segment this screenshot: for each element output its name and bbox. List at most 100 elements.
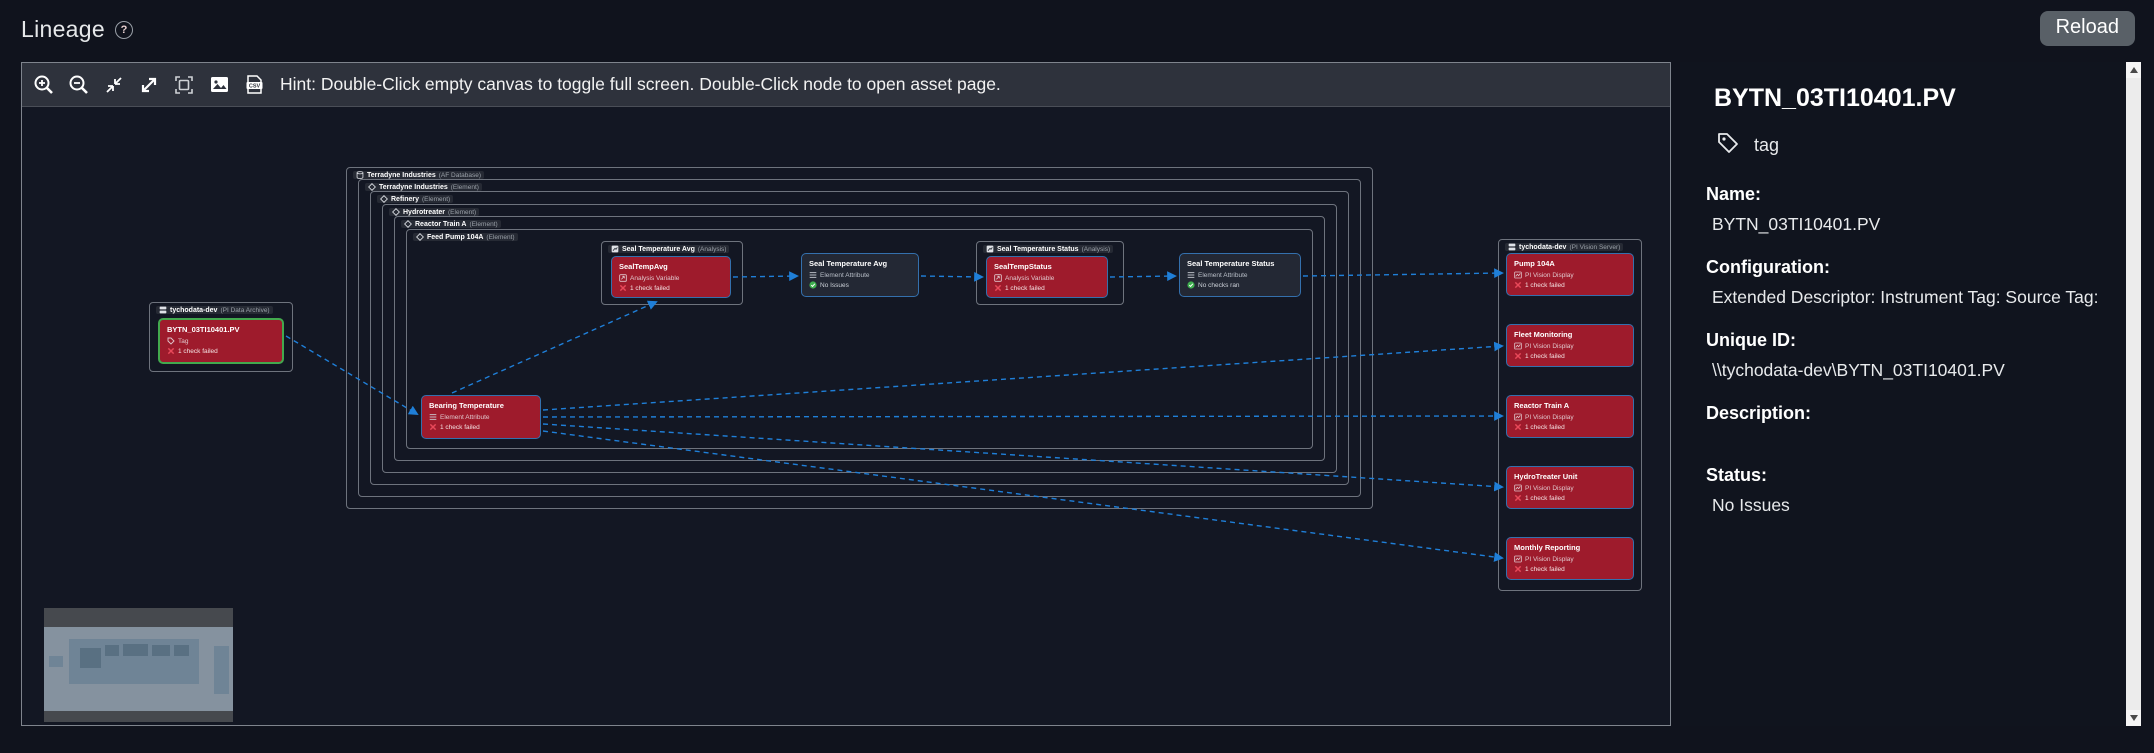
export-csv-icon[interactable]: CSV: [241, 72, 267, 98]
asset-title: BYTN_03TI10401.PV: [1714, 84, 1956, 112]
pi-vision-display-icon: [1514, 271, 1522, 279]
node-status: 1 check failed: [1514, 494, 1626, 502]
graph-node-hydrotreater-unit[interactable]: HydroTreater Unit PI Vision Display 1 chec…: [1506, 466, 1634, 509]
node-status: 1 check failed: [994, 284, 1100, 292]
minimap-bottom-band: [44, 711, 233, 722]
node-status: 1 check failed: [167, 347, 275, 355]
element-icon: [416, 233, 424, 241]
canvas-toolbar: CSV Hint: Double-Click empty canvas to t…: [22, 63, 1670, 107]
reload-button[interactable]: Reload: [2039, 11, 2135, 46]
node-type: PI Vision Display: [1514, 555, 1626, 563]
node-title: SealTempAvg: [619, 262, 668, 271]
minimap-node: [49, 656, 63, 667]
node-type: PI Vision Display: [1514, 484, 1626, 492]
fail-icon: [619, 284, 627, 292]
element-attribute-icon: [429, 413, 437, 421]
minimap-top-band: [44, 608, 233, 627]
fail-icon: [1514, 565, 1522, 573]
field-label: Description:: [1706, 403, 1812, 423]
node-title: Fleet Monitoring: [1514, 330, 1573, 339]
help-icon[interactable]: ?: [114, 20, 133, 39]
fit-view-icon[interactable]: [171, 72, 197, 98]
server-icon: [1508, 243, 1516, 251]
group-header: Reactor Train A(Element): [401, 220, 501, 228]
zoom-in-icon[interactable]: [31, 72, 57, 98]
node-status: 1 check failed: [1514, 352, 1626, 360]
group-header: Refinery(Element): [377, 195, 454, 203]
group-header: tychodata-dev(PI Data Archive): [156, 306, 273, 314]
node-type: Element Attribute: [1187, 271, 1293, 279]
group-header: Seal Temperature Status(Analysis): [983, 245, 1114, 253]
collapse-icon[interactable]: [101, 72, 127, 98]
field-label: Status:: [1706, 465, 1768, 485]
analysis-variable-icon: [619, 274, 627, 282]
node-type: Analysis Variable: [994, 274, 1100, 282]
field-value: Extended Descriptor: Instrument Tag: Sou…: [1712, 287, 2099, 307]
group-header: Terradyne Industries(AF Database): [353, 171, 485, 179]
tag-icon: [167, 337, 175, 345]
svg-text:CSV: CSV: [248, 84, 260, 90]
pi-vision-display-icon: [1514, 342, 1522, 350]
field-value: BYTN_03TI10401.PV: [1712, 214, 1881, 234]
field-value: No Issues: [1712, 495, 1790, 515]
node-title: HydroTreater Unit: [1514, 472, 1578, 481]
node-title: Monthly Reporting: [1514, 543, 1581, 552]
analysis-icon: [611, 245, 619, 253]
node-status: 1 check failed: [429, 423, 533, 431]
fail-icon: [429, 423, 437, 431]
fail-icon: [1514, 352, 1522, 360]
graph-node-reactor-train-a[interactable]: Reactor Train A PI Vision Display 1 check …: [1506, 395, 1634, 438]
page-title: Lineage: [21, 16, 105, 42]
minimap-node: [80, 648, 101, 668]
element-icon: [404, 220, 412, 228]
analysis-icon: [986, 245, 994, 253]
node-type: PI Vision Display: [1514, 342, 1626, 350]
node-type: Element Attribute: [809, 271, 911, 279]
canvas-hint: Hint: Double-Click empty canvas to toggl…: [280, 74, 1001, 94]
lineage-graph[interactable]: tychodata-dev(PI Data Archive) Terradyne …: [22, 63, 1670, 725]
group-box: Seal Temperature Avg(Analysis): [601, 241, 743, 305]
export-image-icon[interactable]: [206, 72, 232, 98]
minimap-node: [105, 645, 119, 656]
details-panel: BYTN_03TI10401.PV tag Name:BYTN_03TI1040…: [1680, 62, 2141, 726]
page-header: Lineage ?: [21, 16, 133, 43]
node-status: 1 check failed: [1514, 423, 1626, 431]
node-status: No Issues: [809, 281, 911, 289]
node-type: PI Vision Display: [1514, 271, 1626, 279]
minimap-node: [123, 644, 148, 656]
node-status: No checks ran: [1187, 281, 1293, 289]
node-title: Seal Temperature Status: [1187, 259, 1275, 268]
node-type: PI Vision Display: [1514, 413, 1626, 421]
node-title: BYTN_03TI10401.PV: [167, 325, 240, 334]
graph-node-fleet-monitoring[interactable]: Fleet Monitoring PI Vision Display 1 check…: [1506, 324, 1634, 367]
scroll-down-icon[interactable]: [2126, 710, 2141, 726]
minimap-node: [152, 645, 170, 656]
pi-vision-display-icon: [1514, 484, 1522, 492]
server-icon: [159, 306, 167, 314]
tag-icon: [1716, 131, 1740, 160]
scroll-up-icon[interactable]: [2126, 62, 2141, 78]
graph-node-bytn[interactable]: BYTN_03TI10401.PV Tag 1 check failed: [158, 318, 284, 364]
node-type: Tag: [167, 337, 275, 345]
element-icon: [380, 195, 388, 203]
lineage-canvas[interactable]: CSV Hint: Double-Click empty canvas to t…: [21, 62, 1671, 726]
element-icon: [368, 183, 376, 191]
analysis-variable-icon: [994, 274, 1002, 282]
minimap[interactable]: [44, 608, 233, 722]
node-title: Reactor Train A: [1514, 401, 1570, 410]
expand-icon[interactable]: [136, 72, 162, 98]
group-header: Hydrotreater(Element): [389, 208, 480, 216]
field-value: \\tychodata-dev\BYTN_03TI10401.PV: [1712, 360, 2005, 380]
node-type: Element Attribute: [429, 413, 533, 421]
panel-scrollbar[interactable]: [2126, 62, 2141, 726]
field-label: Configuration:: [1706, 257, 1830, 277]
node-title: Seal Temperature Avg: [809, 259, 888, 268]
zoom-out-icon[interactable]: [66, 72, 92, 98]
